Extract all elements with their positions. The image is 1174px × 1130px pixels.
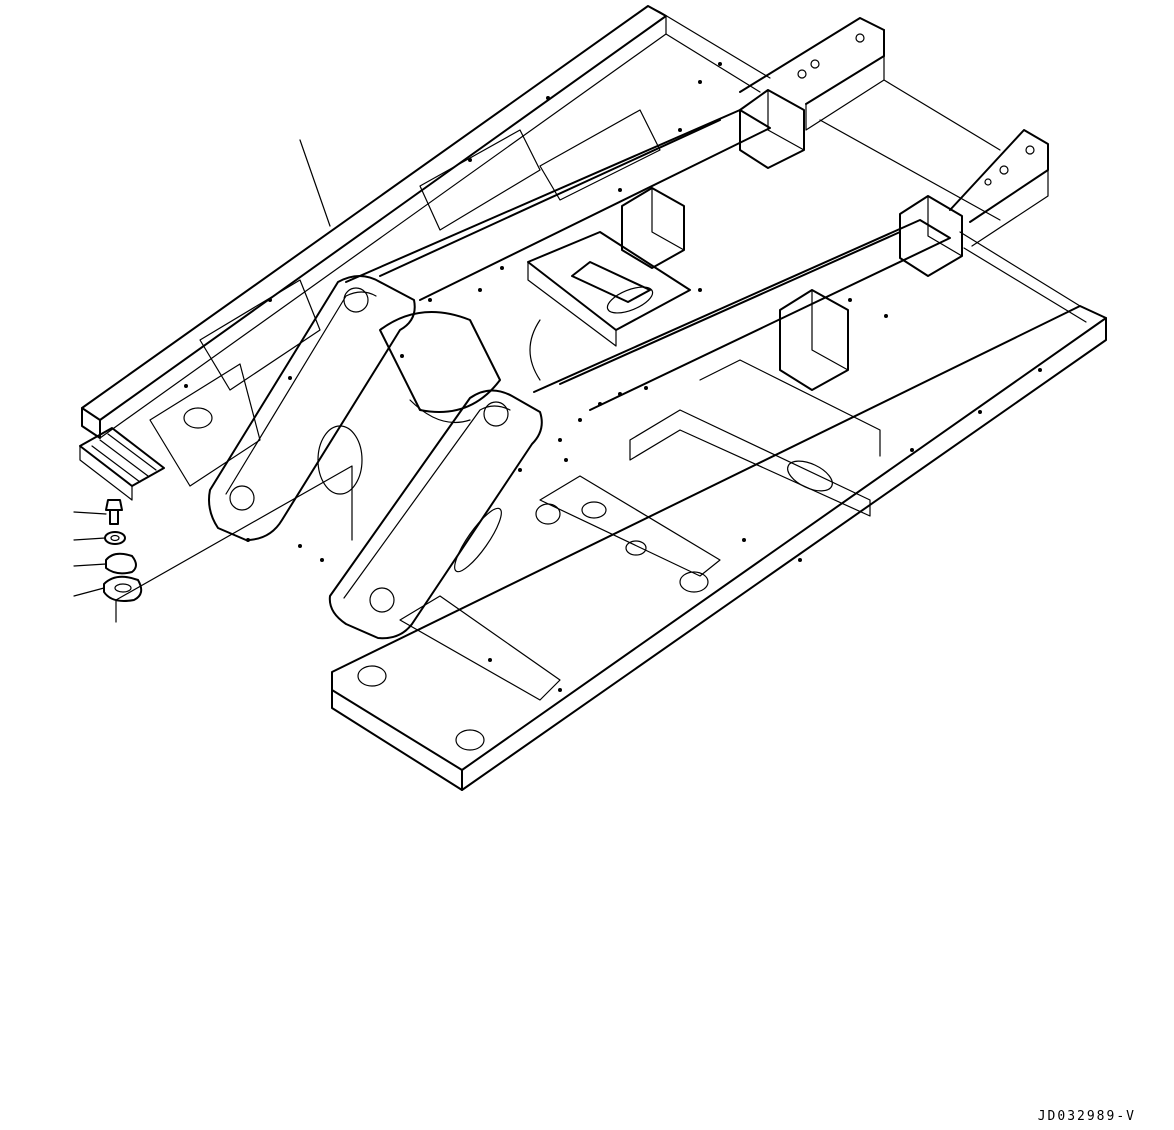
boom-arms [345,89,963,411]
callout-leaders [73,139,353,623]
leader-shim [73,587,105,597]
rear-beams [739,17,1049,247]
boom-foot-yoke [208,275,543,640]
leader-frame [299,139,331,227]
loose-parts [103,499,143,602]
frame-rails [81,5,1107,791]
leader-assembly [115,465,353,623]
leader-plate [73,563,107,567]
drawing-code: JD032989-V [1037,1109,1136,1124]
leader-bolt [73,511,107,515]
rivet-dots [184,62,1042,692]
leader-washer [73,537,106,541]
step-plate [79,427,165,501]
cross-members [149,109,881,751]
center-deck [379,231,691,424]
